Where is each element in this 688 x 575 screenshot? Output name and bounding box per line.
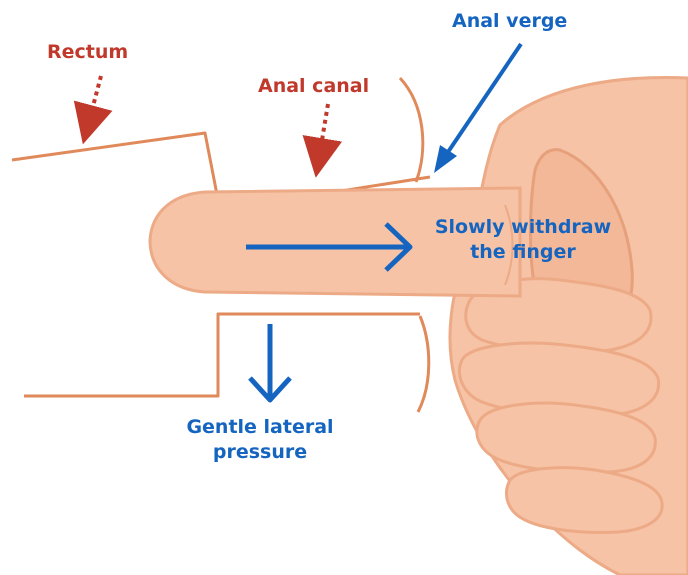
- anal-verge-label: Anal verge: [452, 9, 567, 33]
- pressure-label-line-2: pressure: [160, 440, 360, 465]
- lateral-pressure-arrow: [250, 324, 290, 400]
- lateral-pressure-label: Gentle lateral pressure: [160, 415, 360, 465]
- anal-verge-lower-curve: [418, 316, 429, 412]
- examiner-hand: [450, 78, 688, 575]
- anal-canal-pointer-arrow: [319, 104, 328, 158]
- anal-verge-upper-curve: [400, 78, 423, 182]
- lower-wall-outline: [24, 314, 420, 396]
- withdraw-finger-label: Slowly withdraw the finger: [418, 215, 628, 265]
- rectum-label: Rectum: [47, 40, 128, 64]
- anal-canal-label: Anal canal: [258, 74, 369, 98]
- rectum-pointer-arrow: [88, 76, 101, 125]
- pressure-label-line-1: Gentle lateral: [160, 415, 360, 440]
- withdraw-label-line-2: the finger: [418, 240, 628, 265]
- withdraw-label-line-1: Slowly withdraw: [418, 215, 628, 240]
